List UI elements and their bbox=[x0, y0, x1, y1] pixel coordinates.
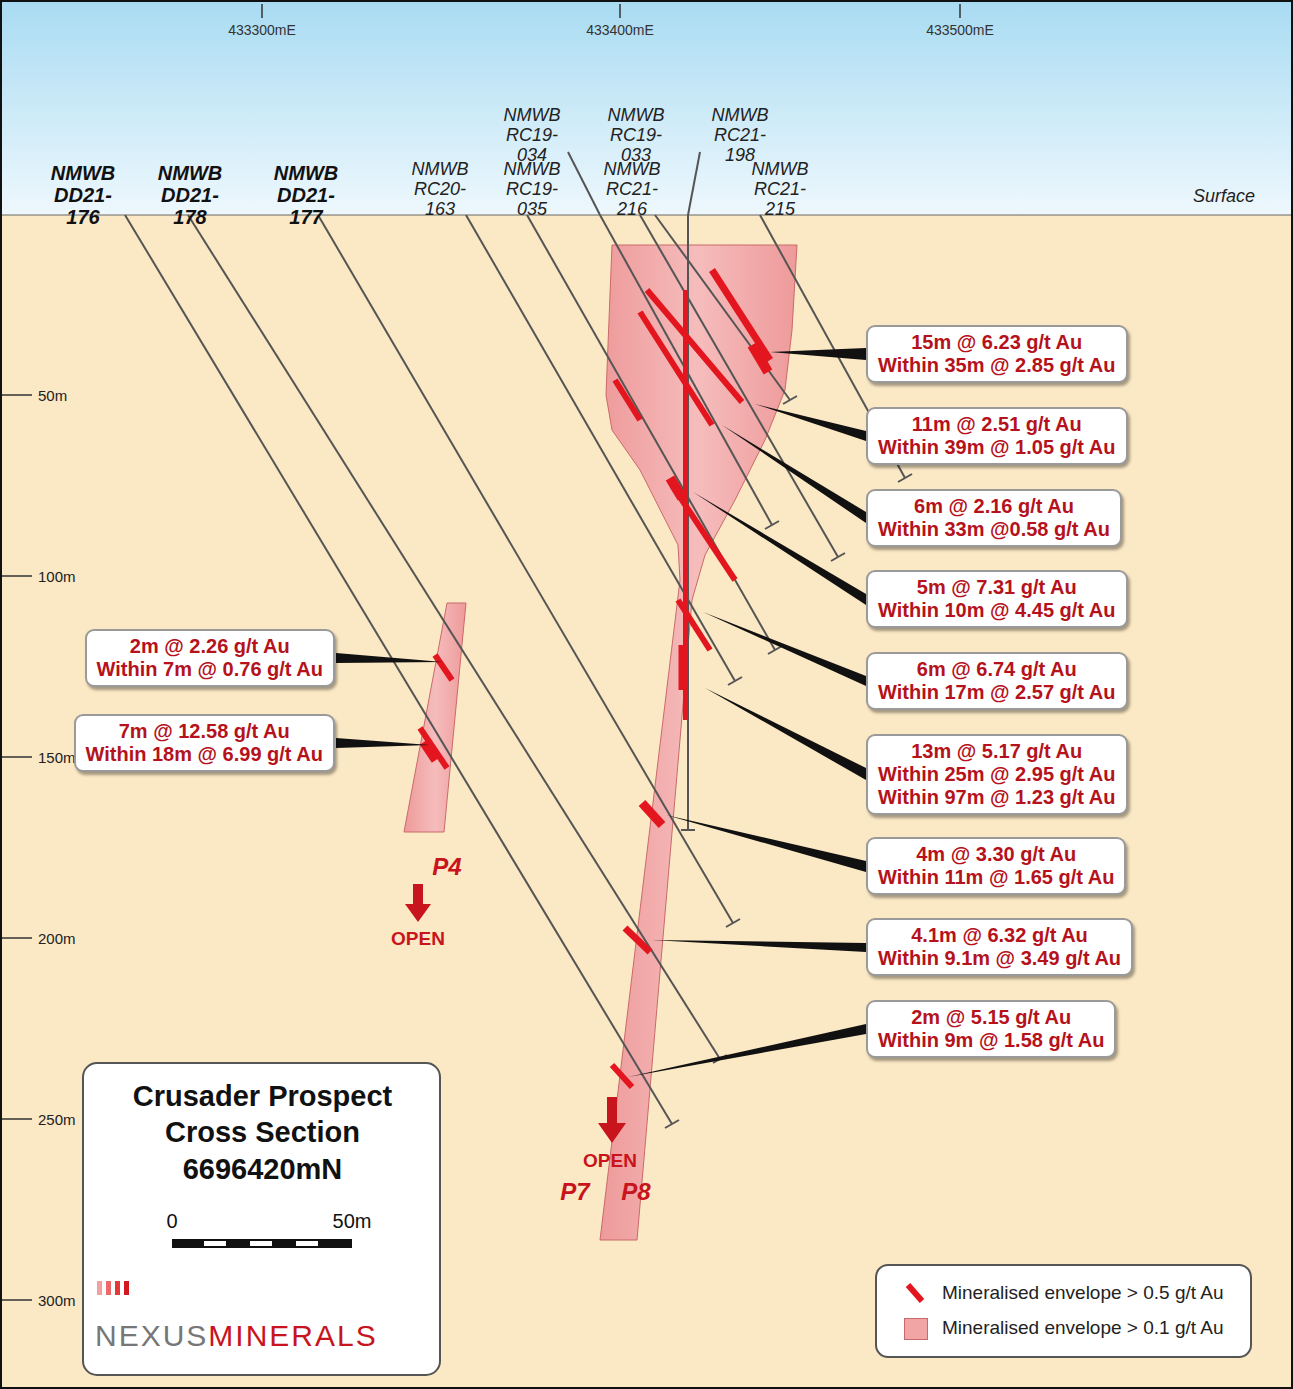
hole-name: NMWB DD21-176 bbox=[51, 162, 115, 228]
result-callout: 6m @ 2.16 g/t AuWithin 33m @0.58 g/t Au bbox=[866, 489, 1122, 547]
intercept-text: 2m @ 5.15 g/t Au bbox=[878, 1006, 1104, 1029]
intercept-text: Within 33m @0.58 g/t Au bbox=[878, 518, 1110, 541]
easting-label: 433500mE bbox=[926, 22, 994, 38]
hole-name: NMWB RC20-163 bbox=[412, 160, 469, 219]
depth-label: 150m bbox=[38, 749, 76, 766]
intercept-text: 15m @ 6.23 g/t Au bbox=[878, 331, 1116, 354]
intercept-text: 4.1m @ 6.32 g/t Au bbox=[878, 924, 1121, 947]
result-callout: 11m @ 2.51 g/t AuWithin 39m @ 1.05 g/t A… bbox=[866, 407, 1128, 465]
scale-bar bbox=[172, 1239, 352, 1248]
intercept-text: Within 10m @ 4.45 g/t Au bbox=[878, 599, 1116, 622]
hole-name: NMWB DD21-178 bbox=[158, 162, 222, 228]
intercept-text: Within 18m @ 6.99 g/t Au bbox=[86, 743, 324, 766]
axis-ticks bbox=[2, 4, 960, 1300]
legend-swatch bbox=[900, 1281, 930, 1305]
easting-label: 433300mE bbox=[228, 22, 296, 38]
intercept-text: Within 17m @ 2.57 g/t Au bbox=[878, 681, 1116, 704]
ground bbox=[0, 215, 1293, 1389]
intercept-text: Within 35m @ 2.85 g/t Au bbox=[878, 354, 1116, 377]
easting-label: 433400mE bbox=[586, 22, 654, 38]
legend-panel bbox=[876, 1265, 1251, 1357]
lode-name: P7 bbox=[560, 1178, 589, 1206]
result-callout: 6m @ 6.74 g/t AuWithin 17m @ 2.57 g/t Au bbox=[866, 652, 1128, 710]
intercept-text: Within 9m @ 1.58 g/t Au bbox=[878, 1029, 1104, 1052]
result-callout: 2m @ 2.26 g/t AuWithin 7m @ 0.76 g/t Au bbox=[85, 629, 335, 687]
intercept-text: Within 7m @ 0.76 g/t Au bbox=[97, 658, 323, 681]
intercept-text: 11m @ 2.51 g/t Au bbox=[878, 413, 1116, 436]
envelope-p4 bbox=[404, 603, 466, 832]
intercept-text: 6m @ 2.16 g/t Au bbox=[878, 495, 1110, 518]
depth-label: 200m bbox=[38, 930, 76, 947]
depth-label: 50m bbox=[38, 387, 67, 404]
result-callout: 4.1m @ 6.32 g/t AuWithin 9.1m @ 3.49 g/t… bbox=[866, 918, 1133, 976]
result-callout: 15m @ 6.23 g/t AuWithin 35m @ 2.85 g/t A… bbox=[866, 325, 1128, 383]
depth-label: 100m bbox=[38, 568, 76, 585]
intercept-text: Within 39m @ 1.05 g/t Au bbox=[878, 436, 1116, 459]
intercept-text: Within 97m @ 1.23 g/t Au bbox=[878, 786, 1116, 809]
hole-name: NMWB RC19-033 bbox=[608, 106, 665, 165]
intercept-text: 6m @ 6.74 g/t Au bbox=[878, 658, 1116, 681]
scale-label: 50m bbox=[333, 1210, 372, 1233]
result-callout: 13m @ 5.17 g/t AuWithin 25m @ 2.95 g/t A… bbox=[866, 734, 1128, 815]
surface-label: Surface bbox=[1193, 186, 1255, 207]
hole-name: NMWB DD21-177 bbox=[274, 162, 338, 228]
intercept-text: 13m @ 5.17 g/t Au bbox=[878, 740, 1116, 763]
depth-label: 300m bbox=[38, 1292, 76, 1309]
result-callout: 7m @ 12.58 g/t AuWithin 18m @ 6.99 g/t A… bbox=[74, 714, 336, 772]
depth-label: 250m bbox=[38, 1111, 76, 1128]
legend-text: Mineralised envelope > 0.5 g/t Au bbox=[942, 1282, 1224, 1304]
logo: NEXUSMINERALS bbox=[95, 1319, 378, 1353]
leader-wedges bbox=[336, 348, 866, 1077]
result-callout: 4m @ 3.30 g/t AuWithin 11m @ 1.65 g/t Au bbox=[866, 837, 1126, 895]
hole-name: NMWB RC21-198 bbox=[712, 106, 769, 165]
hole-name: NMWB RC21-215 bbox=[752, 160, 809, 219]
title-panel bbox=[83, 1063, 440, 1375]
hole-name: NMWB RC21-216 bbox=[604, 160, 661, 219]
open-label: OPEN bbox=[391, 928, 445, 950]
lode-name: P8 bbox=[621, 1178, 650, 1206]
intercept-text: Within 9.1m @ 3.49 g/t Au bbox=[878, 947, 1121, 970]
open-label: OPEN bbox=[583, 1150, 637, 1172]
lode-name: P4 bbox=[432, 853, 461, 881]
logo-word: MINERALS bbox=[208, 1319, 377, 1352]
intercept-text: 7m @ 12.58 g/t Au bbox=[86, 720, 324, 743]
intercept-text: 2m @ 2.26 g/t Au bbox=[97, 635, 323, 658]
intercept-text: Within 25m @ 2.95 g/t Au bbox=[878, 763, 1116, 786]
result-callout: 5m @ 7.31 g/t AuWithin 10m @ 4.45 g/t Au bbox=[866, 570, 1128, 628]
result-callout: 2m @ 5.15 g/t AuWithin 9m @ 1.58 g/t Au bbox=[866, 1000, 1116, 1058]
high-grade-intercepts bbox=[420, 270, 770, 1087]
intercept-text: 4m @ 3.30 g/t Au bbox=[878, 843, 1114, 866]
intercept-text: 5m @ 7.31 g/t Au bbox=[878, 576, 1116, 599]
hole-name: NMWB RC19-034 bbox=[504, 106, 561, 165]
scale-label: 0 bbox=[166, 1210, 177, 1233]
hole-name: NMWB RC19-035 bbox=[504, 160, 561, 219]
logo-bars bbox=[97, 1281, 129, 1295]
legend-text: Mineralised envelope > 0.1 g/t Au bbox=[942, 1317, 1224, 1339]
title: Crusader Prospect Cross Section 6696420m… bbox=[105, 1078, 420, 1187]
intercept-text: Within 11m @ 1.65 g/t Au bbox=[878, 866, 1114, 889]
legend-swatch bbox=[904, 1318, 928, 1340]
logo-word: NEXUS bbox=[95, 1319, 208, 1352]
